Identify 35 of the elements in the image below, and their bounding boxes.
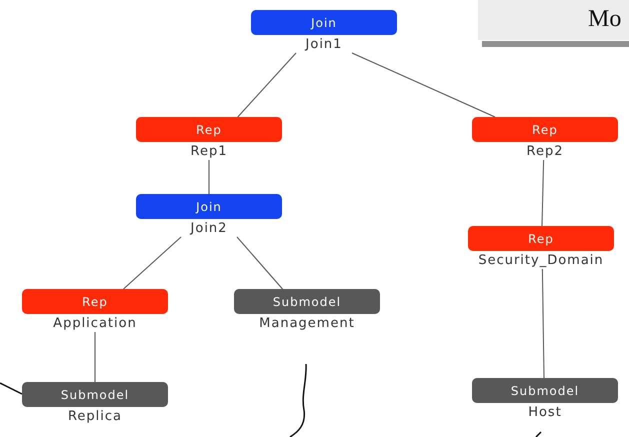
type-pill: Submodel [234, 289, 380, 314]
node-name: Rep2 [526, 144, 564, 160]
tree-node [136, 117, 282, 160]
node-name: Rep1 [190, 144, 228, 160]
type-pill: Rep [136, 117, 282, 142]
node-name: Host [528, 405, 562, 421]
tree-node [22, 289, 168, 332]
tree-node [472, 117, 618, 160]
tree-link [352, 52, 496, 118]
tree-link [542, 268, 544, 378]
type-pill: Rep [468, 226, 614, 251]
type-pill: Submodel [22, 382, 168, 407]
tree-link [236, 236, 283, 290]
tree-node [22, 382, 168, 425]
type-pill: Rep [472, 117, 618, 142]
tree-link [123, 236, 182, 290]
tree-link [208, 160, 210, 194]
type-pill: Submodel [472, 378, 618, 403]
type-pill: Join [136, 194, 282, 219]
type-pill: Rep [22, 289, 168, 314]
node-name: Security_Domain [478, 253, 604, 269]
leader-line [0, 382, 22, 395]
tree-node [251, 10, 397, 53]
tree-link [94, 332, 96, 382]
tree-link [542, 160, 544, 226]
node-name: Management [259, 316, 355, 332]
tree-node [136, 194, 282, 237]
tree-link [237, 52, 296, 118]
panel-title: Mo [588, 6, 622, 33]
node-name: Join2 [190, 221, 228, 237]
tree-node [234, 289, 380, 332]
node-name: Application [53, 316, 137, 332]
node-name: Join1 [306, 37, 342, 53]
type-pill: Join [251, 10, 397, 35]
node-name: Replica [68, 409, 122, 425]
